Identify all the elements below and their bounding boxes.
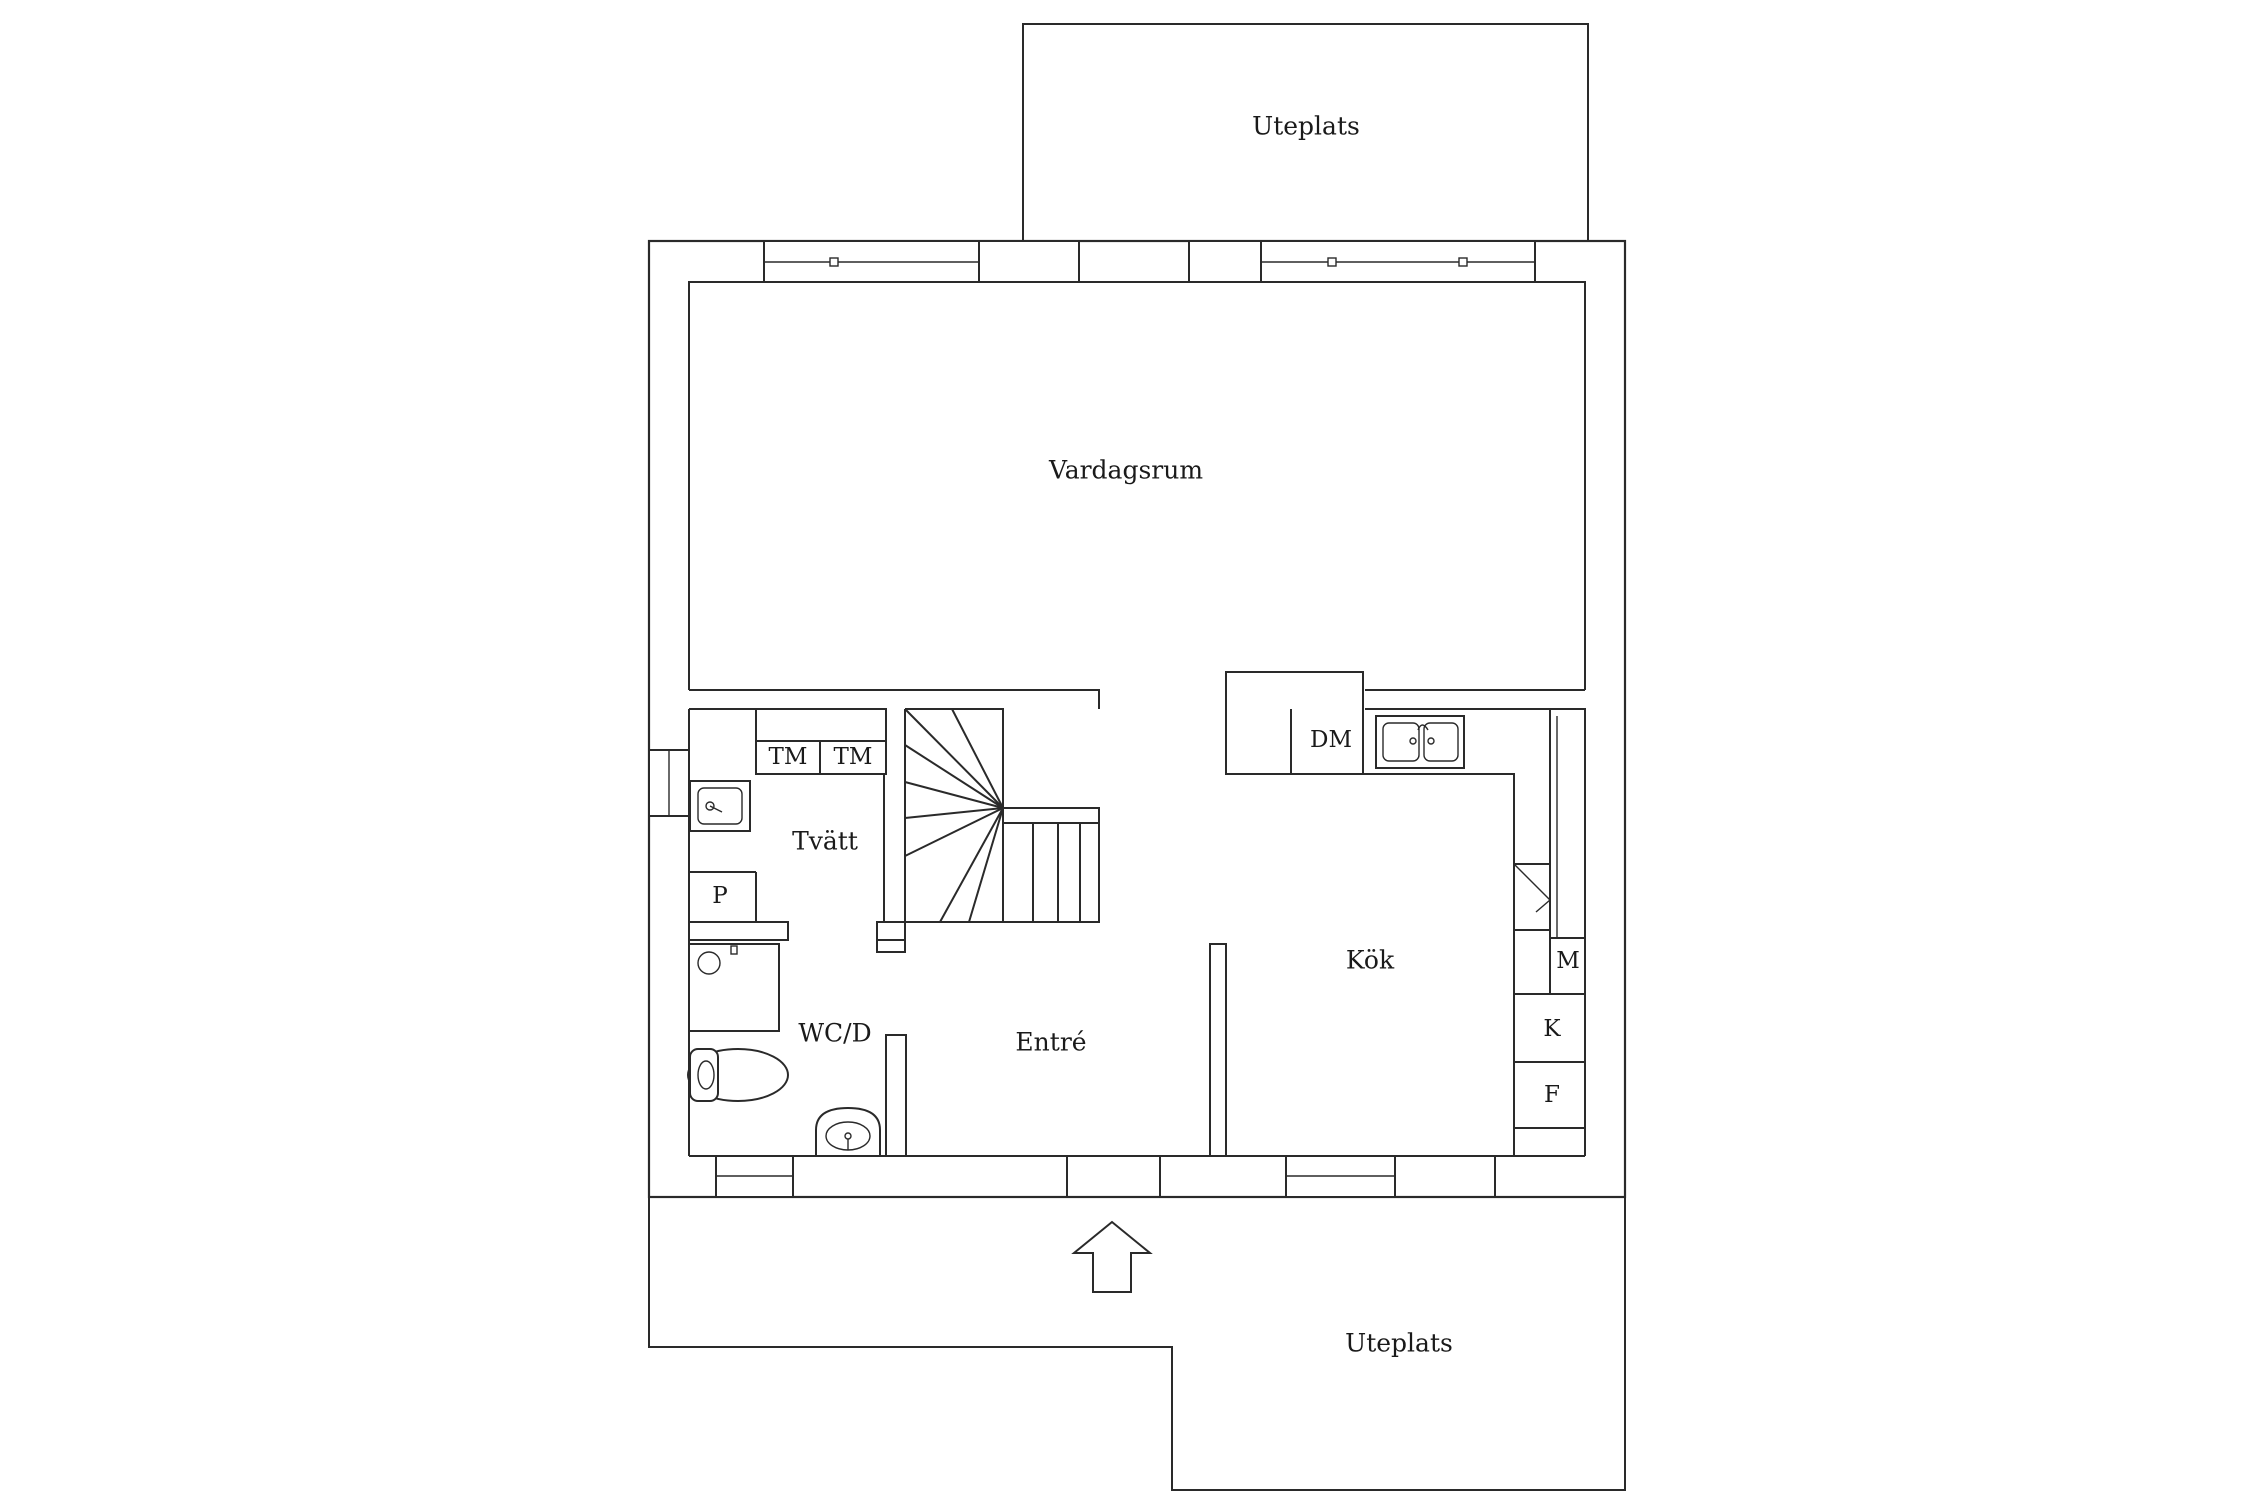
toilet-icon [687,1048,789,1102]
room-label-uteplats-bottom: Uteplats [1345,1329,1453,1358]
staircase-icon [876,708,1100,953]
partition-left-top [689,689,1100,709]
window-living-right [1188,240,1536,283]
room-label-entre: Entré [1015,1028,1086,1057]
room-label-kok: Kök [1346,946,1395,975]
shower-icon [688,943,780,1032]
entrance-arrow-icon [1071,1220,1153,1293]
tvatt-bottom-wall [689,921,789,941]
wc-wall-right [885,1034,907,1157]
vardagsrum-inner-wall [688,281,1586,690]
window-living-left [763,240,1080,283]
label-tm-2: TM [834,744,873,770]
label-dm: DM [1310,727,1352,753]
room-label-wc-d: WC/D [798,1019,871,1048]
terrace-top-outline [1022,23,1589,241]
terrace-bottom-outline [648,1197,1626,1491]
laundry-counter [755,708,887,742]
label-p: P [712,883,727,909]
kitchen-pantry [1225,671,1364,775]
room-label-tvatt: Tvätt [792,827,858,856]
label-tm-1: TM [769,744,808,770]
washing-machine-2 [819,740,887,775]
room-label-uteplats-top: Uteplats [1252,112,1360,141]
sink-icon [689,780,751,832]
kitchen-counter-edge [1290,709,1515,1156]
room-label-vardagsrum: Vardagsrum [1048,456,1203,485]
double-sink-icon [1375,715,1465,769]
entre-kok-wall [1209,943,1227,1157]
wc-sink-icon [815,1106,881,1157]
label-f: F [1544,1082,1560,1108]
label-m: M [1556,948,1580,974]
label-k: K [1543,1016,1561,1042]
